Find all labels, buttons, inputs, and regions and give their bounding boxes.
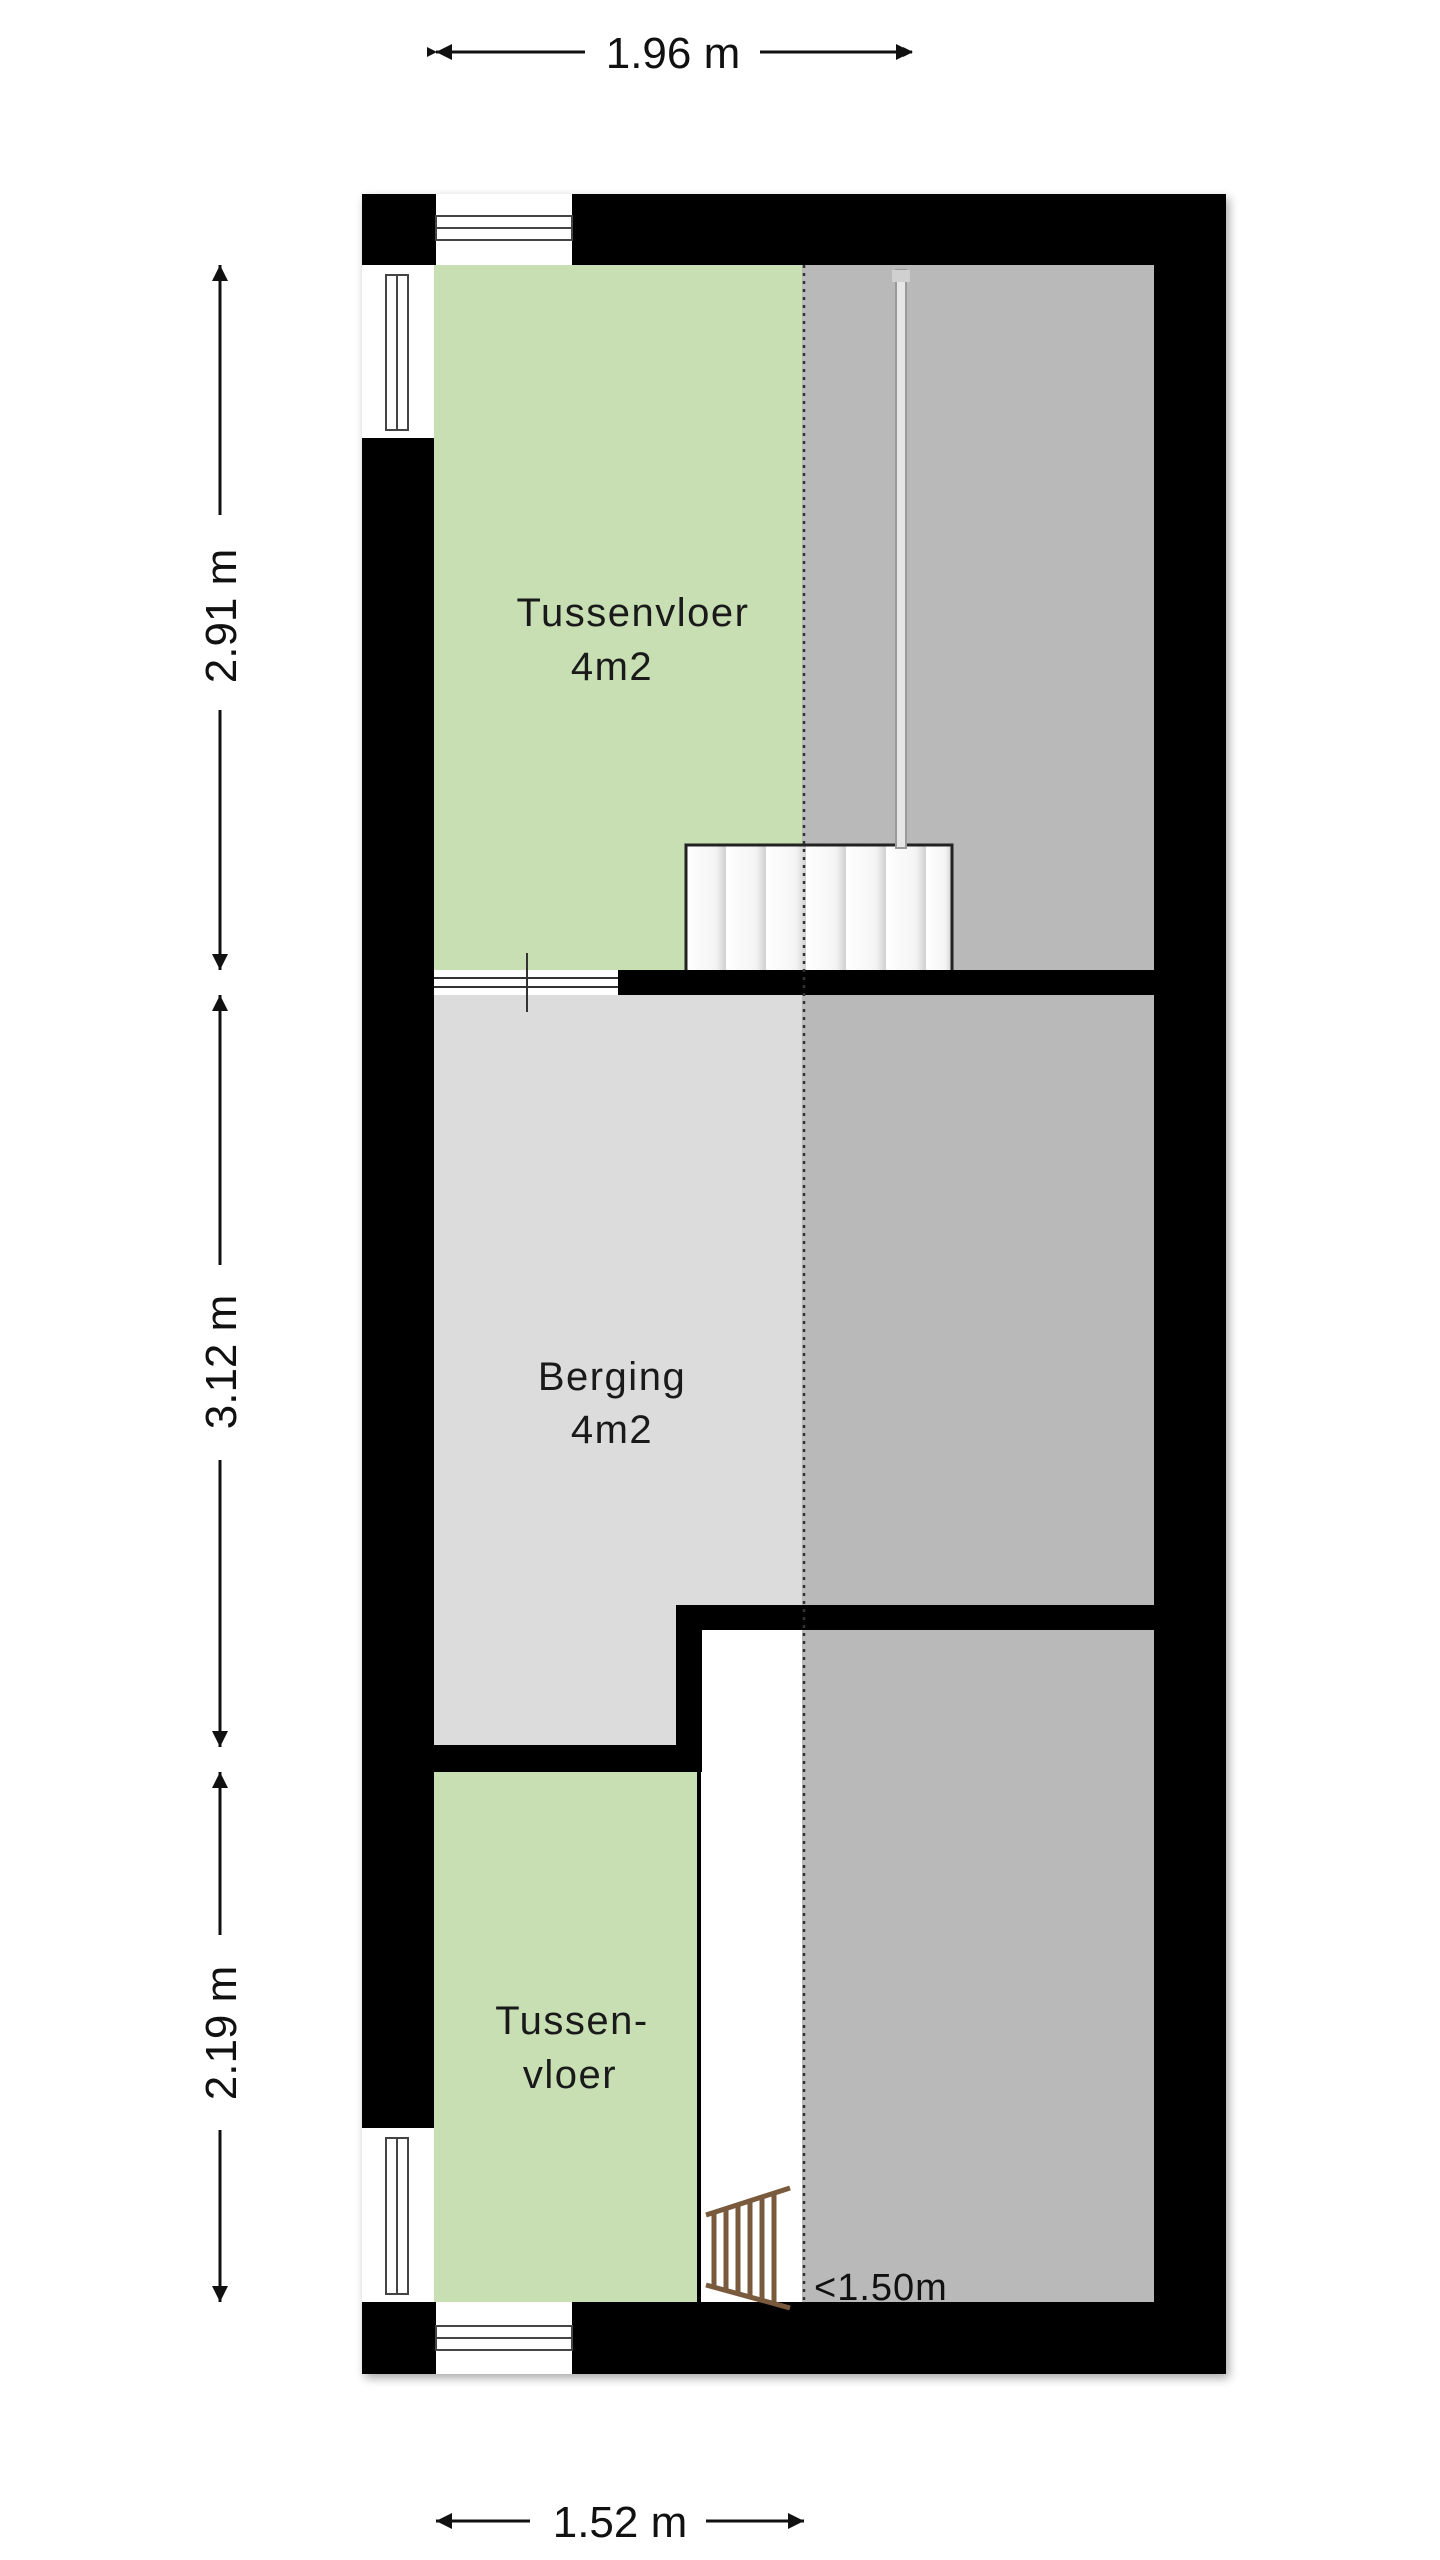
room-area-berging: 4m2 [571,1408,653,1452]
dimension-top-label: 1.96 m [606,29,741,78]
interior-wall-right [676,1605,1154,1630]
dimension-left-middle-label: 3.12 m [197,1295,246,1430]
dimension-top [427,44,913,60]
dimension-bottom-label: 1.52 m [553,2498,688,2547]
height-note-label: <1.50m [814,2267,948,2309]
dimension-left-upper-label: 2.91 m [197,549,246,684]
room-label-tussenvloer-bottom-line1: Tussen- [495,1999,649,2043]
interior-wall-upper [618,970,1154,995]
room-bottom-dark-area [802,1630,1154,2302]
window-left-bottom [362,2128,434,2302]
room-berging [434,995,802,1745]
room-middle-dark-area [802,995,1154,1605]
interior-thin-wall [697,1772,701,2302]
room-tussenvloer-bottom [434,1772,698,2302]
dimension-left-middle [212,995,228,1747]
pipe [895,269,907,849]
interior-wall-stub [676,1605,702,1772]
room-label-tussenvloer-top: Tussenvloer [517,591,750,635]
dimension-left-lower-label: 2.19 m [197,1966,246,2101]
window-top [435,194,573,265]
dimension-left-lower [212,1772,228,2302]
interior-wall-lower [434,1747,702,1772]
window-left-top [362,265,434,438]
ladder [705,2185,791,2311]
staircase-upper [684,843,954,970]
room-label-berging: Berging [538,1355,686,1399]
room-area-tussenvloer-top: 4m2 [571,645,653,689]
room-label-tussenvloer-bottom-line2: vloer [523,2053,617,2097]
dimension-left-upper [212,265,228,970]
window-bottom [435,2302,573,2374]
dimension-bottom [436,2513,804,2529]
